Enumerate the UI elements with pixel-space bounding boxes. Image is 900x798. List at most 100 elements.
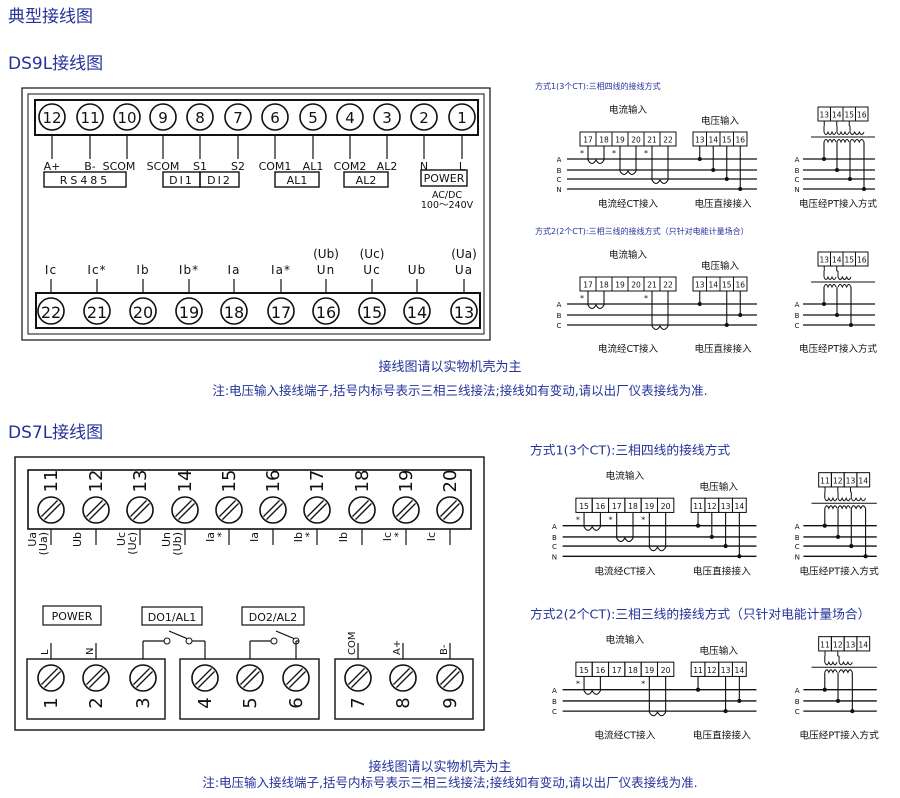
phase-label-c: C	[552, 542, 557, 551]
phase-label-a: A	[795, 522, 800, 531]
phase-label-b: B	[552, 697, 557, 706]
di2-label: DI2	[207, 174, 232, 187]
screw-terminal-icon	[126, 496, 154, 524]
ds9l-top-terminal-strip	[34, 99, 479, 136]
terminal-label: Ib*	[179, 263, 199, 277]
terminal-21	[83, 297, 111, 325]
ds7l-note-main: 接线图请以实物机壳为主	[368, 759, 511, 775]
junction-dot	[724, 323, 729, 327]
terminal-number: 5	[240, 697, 261, 708]
transformer-coil-icon	[823, 275, 837, 280]
ct-terminal-number: 17	[583, 136, 593, 145]
terminal-number: 3	[382, 109, 392, 127]
pt-terminal-number: 14	[832, 111, 842, 120]
junction-dot	[697, 157, 702, 161]
screw-slot	[285, 667, 304, 686]
method-title: 方式1(3个CT):三相四线的接线方式	[535, 81, 661, 91]
voltage-terminal-number: 11	[693, 502, 703, 511]
screw-slot	[395, 499, 414, 518]
voltage-terminal-number: 12	[707, 666, 717, 675]
rs485-label: RS485	[60, 174, 111, 187]
terminal-label: S1	[193, 160, 207, 173]
ct-terminal-number: 18	[628, 502, 638, 511]
screw-slot	[43, 502, 62, 521]
terminal-label: Ia*	[271, 263, 291, 277]
screw-slot	[174, 499, 193, 518]
ct-terminal-number: 20	[661, 502, 671, 511]
ct-terminal-number: 19	[644, 666, 654, 675]
direct-caption: 电压直接接入	[693, 729, 751, 742]
screw-terminal-icon	[389, 664, 417, 692]
ds9l-outer-frame	[21, 87, 491, 341]
ct-terminal-number: 19	[615, 136, 625, 145]
screw-slot	[442, 670, 461, 689]
terminal-label: AL2	[377, 160, 398, 173]
ct-terminal-number: 17	[612, 502, 622, 511]
terminal-number: 2	[86, 697, 107, 708]
terminal-number: 1	[41, 697, 62, 708]
terminal-label: L	[459, 160, 466, 173]
phase-label-b: B	[795, 312, 800, 320]
ds9l-note-detail: 注:电压输入接线端子,括号内标号表示三相三线接法;接线如有变动,请以出厂仪表接线…	[212, 383, 707, 398]
terminal-number: 22	[41, 303, 61, 322]
current-transformer-loop	[619, 146, 637, 176]
terminal-label: Ub	[408, 263, 426, 277]
phase-label-b: B	[795, 167, 800, 175]
terminal-label: Un	[317, 263, 335, 277]
power-label: POWER	[52, 610, 93, 623]
ds7l-note-detail: 注:电压输入接线端子,括号内标号表示三相三线接法;接线如有变动,请以出厂仪表接线…	[202, 775, 697, 790]
pt-terminal-number: 13	[846, 476, 856, 485]
di2-group-box	[199, 171, 240, 188]
terminal-label: COM2	[334, 160, 367, 173]
transformer-coil-icon	[824, 496, 838, 502]
pt-terminal-number: 12	[833, 640, 843, 649]
screw-terminal-icon	[236, 664, 264, 692]
screw-slot	[40, 499, 59, 518]
screw-slot	[129, 499, 148, 518]
phase-label-b: B	[795, 697, 800, 706]
transformer-coil-icon	[850, 496, 867, 502]
terminal-10	[113, 103, 141, 131]
voltage-terminal-number: 15	[722, 136, 732, 145]
terminal-18	[220, 297, 248, 325]
terminal-12	[38, 103, 66, 131]
pt-terminal-cell	[855, 106, 869, 122]
ct-terminal-number: 22	[663, 136, 673, 145]
junction-dot	[723, 544, 728, 549]
terminal-label: AL1	[303, 160, 324, 173]
ds7l-top-terminal-strip	[27, 469, 472, 530]
power-spec-type: AC/DC	[432, 190, 462, 201]
polarity-mark: *	[644, 149, 648, 158]
junction-dot	[737, 698, 742, 703]
ct-terminal-number: 17	[583, 281, 593, 290]
voltage-terminal-number: 14	[735, 666, 745, 675]
current-input-label: 电流输入	[609, 249, 648, 261]
screw-slot	[218, 499, 237, 518]
terminal-13	[450, 297, 478, 325]
terminal-alt-label: (Uc)	[360, 247, 385, 261]
transformer-coil-icon	[824, 669, 838, 674]
junction-dot	[822, 302, 826, 306]
screw-terminal-icon	[129, 664, 157, 692]
pt-terminal-number: 14	[858, 476, 868, 485]
transformer-coil-icon	[837, 284, 852, 289]
phase-label-a: A	[552, 522, 557, 531]
terminal-alt-label: (Ua)	[37, 532, 50, 555]
terminal-label: Ia	[228, 263, 241, 277]
screw-slot	[88, 670, 107, 689]
voltage-input-label: 电压输入	[699, 480, 738, 493]
terminal-6	[261, 103, 289, 131]
screw-slot	[442, 502, 461, 521]
terminal-alt-label: (Ub)	[313, 247, 339, 261]
phase-label-c: C	[557, 176, 562, 184]
terminal-number: 7	[348, 697, 369, 708]
screw-slot	[132, 667, 151, 686]
terminal-19	[175, 297, 203, 325]
ct-terminal-number: 22	[663, 281, 673, 290]
screw-terminal-icon	[215, 496, 243, 524]
transformer-coil-icon	[823, 139, 837, 144]
pt-terminal-number: 11	[820, 476, 830, 485]
polarity-mark: *	[641, 515, 645, 525]
terminal-16	[312, 297, 340, 325]
